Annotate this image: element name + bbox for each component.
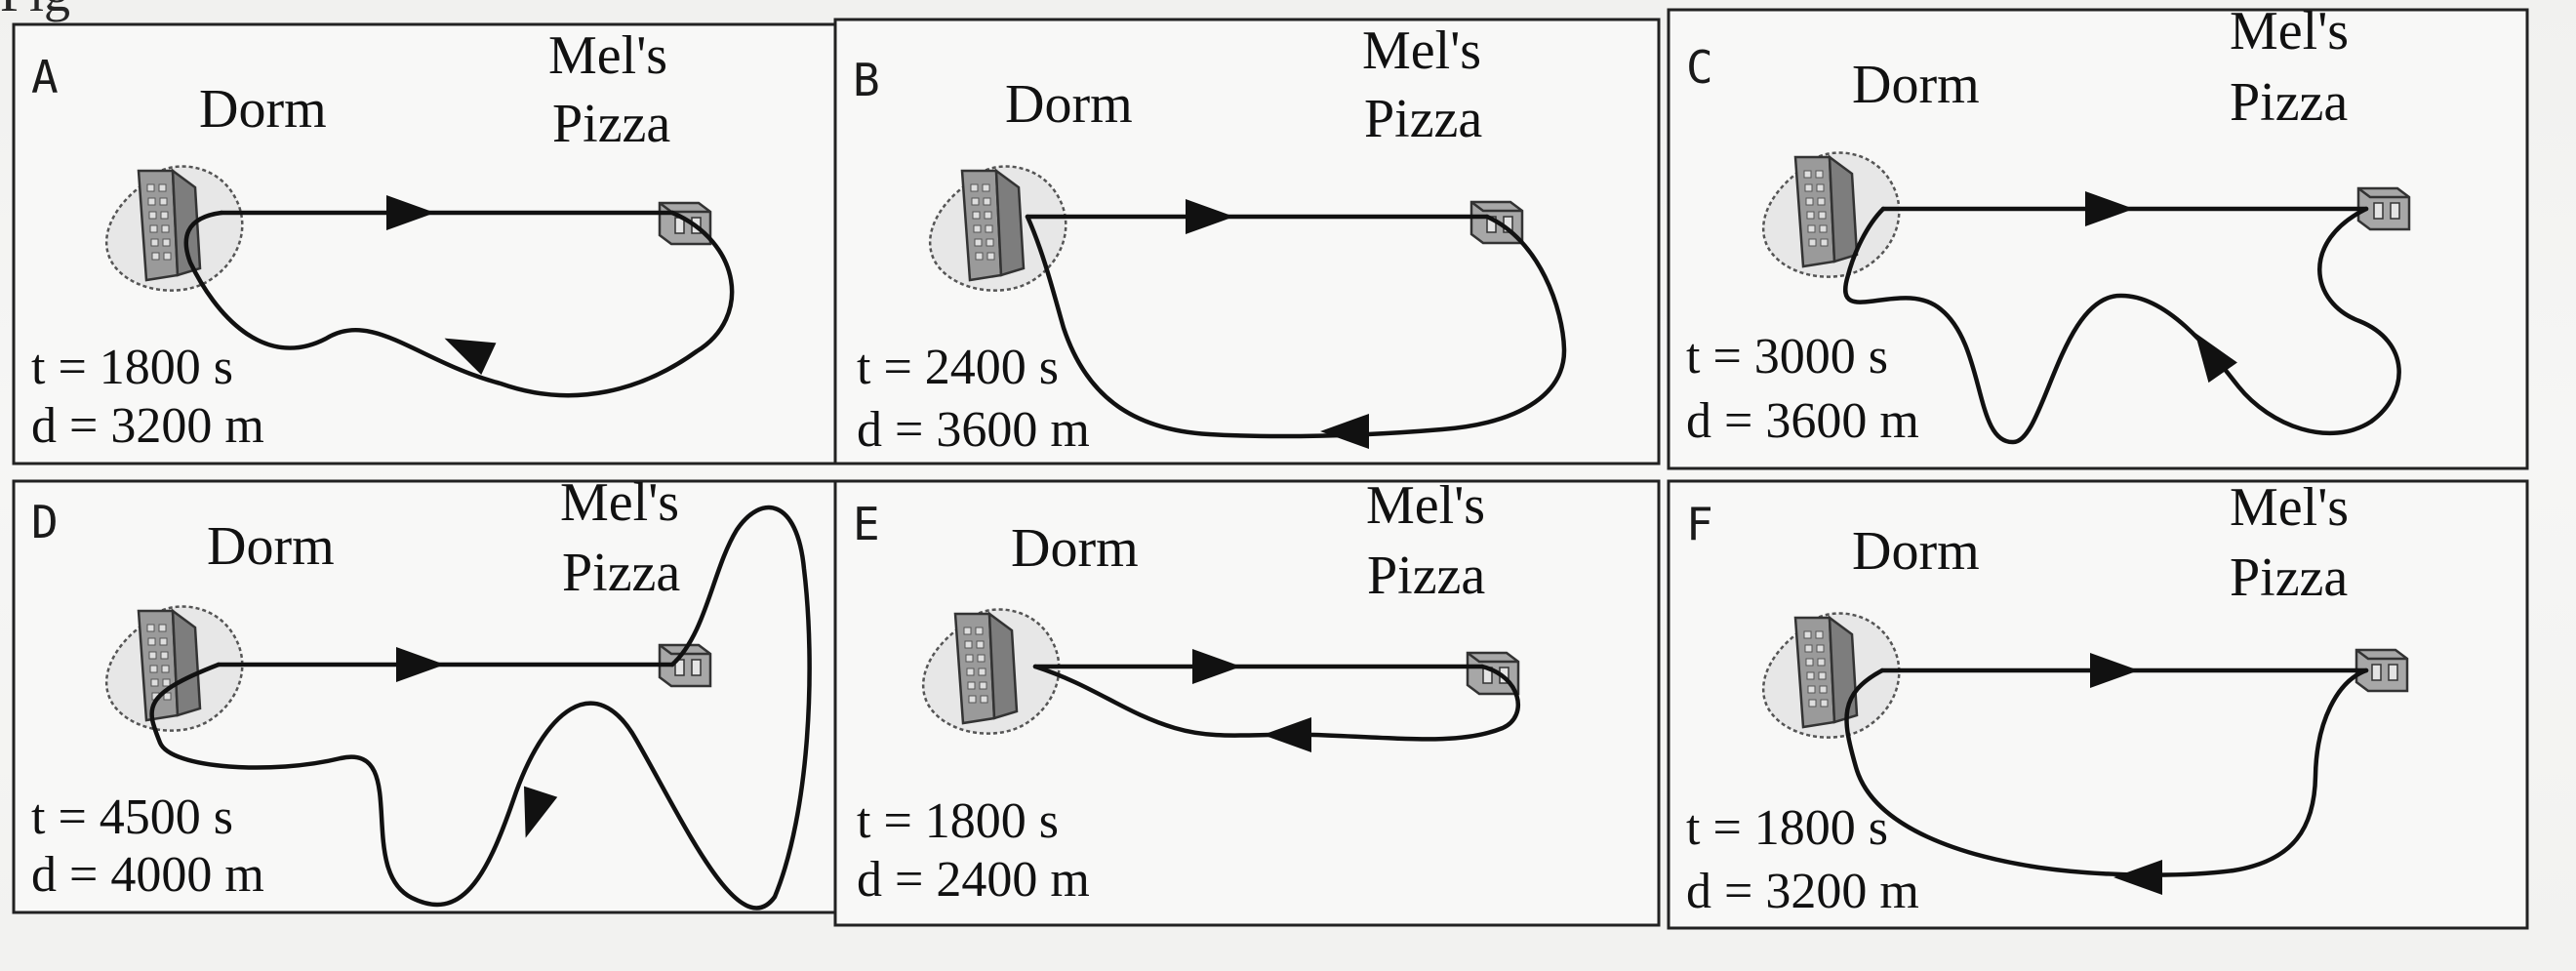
panel-f-letter: F bbox=[1686, 498, 1713, 550]
panel-b-mels-label-line-1: Mel's bbox=[1362, 20, 1481, 81]
panel-a-letter: A bbox=[31, 51, 59, 103]
panel-f-mels-label-line-1: Mel's bbox=[2230, 477, 2349, 538]
panel-b-distance: d = 3600 m bbox=[857, 402, 1090, 458]
panel-b-time: t = 2400 s bbox=[857, 340, 1059, 395]
panel-a-return-path bbox=[183, 210, 735, 398]
panel-c-dorm-label: Dorm bbox=[1852, 55, 1980, 115]
panel-a-distance: d = 3200 m bbox=[31, 398, 264, 454]
panel-f-distance: d = 3200 m bbox=[1686, 864, 1919, 919]
panel-e: E Dorm Mel's Pizza t = 1800 s d = 2400 m bbox=[833, 475, 1661, 927]
panel-f-mels-label-line-2: Pizza bbox=[2230, 547, 2348, 608]
panel-a-time: t = 1800 s bbox=[31, 340, 233, 395]
panel-c-mels-label-line-2: Pizza bbox=[2230, 72, 2348, 133]
panel-b-mels-label-line-2: Pizza bbox=[1364, 89, 1482, 149]
panel-e-mels-label-line-2: Pizza bbox=[1367, 546, 1485, 606]
panel-c-time: t = 3000 s bbox=[1686, 329, 1888, 384]
panel-d-mels-label-line-1: Mel's bbox=[560, 472, 679, 533]
pizza-shop-icon bbox=[658, 201, 712, 246]
panel-f: F Dorm Mel's Pizza t = 1800 s d = 3200 m bbox=[1667, 477, 2529, 930]
panel-c-distance: d = 3600 m bbox=[1686, 393, 1919, 449]
panel-a-dorm-label: Dorm bbox=[199, 79, 327, 140]
panel-d-time: t = 4500 s bbox=[31, 789, 233, 845]
panel-e-dorm-label: Dorm bbox=[1011, 518, 1139, 579]
panel-e-letter: E bbox=[853, 498, 880, 550]
panel-f-dorm-label: Dorm bbox=[1852, 521, 1980, 582]
panel-e-mels-label-line-1: Mel's bbox=[1366, 475, 1485, 536]
panel-f-return-path bbox=[1844, 668, 2369, 877]
panel-e-time: t = 1800 s bbox=[857, 793, 1059, 849]
panel-a: A Dorm Mel's Pizza t = 1800 s d = 3200 m bbox=[12, 22, 838, 465]
panel-d-mels-label-line-2: Pizza bbox=[562, 543, 680, 603]
panel-d-dorm-label: Dorm bbox=[207, 516, 335, 577]
panel-c-letter: C bbox=[1686, 41, 1713, 94]
panel-d-return-path bbox=[149, 505, 812, 910]
panel-b: B Dorm Mel's Pizza t = 2400 s d = 3600 m bbox=[833, 18, 1661, 465]
panel-c-mels-label-line-1: Mel's bbox=[2230, 1, 2349, 61]
panel-f-time: t = 1800 s bbox=[1686, 800, 1888, 856]
panel-a-mels-label-line-1: Mel's bbox=[548, 25, 667, 86]
panel-c-return-path bbox=[1843, 206, 2401, 445]
cut-off-figure-label: Fig bbox=[0, 0, 70, 23]
panel-c: C Dorm Mel's Pizza t = 3000 s d = 3600 m bbox=[1667, 1, 2529, 470]
panel-a-mels-label-line-2: Pizza bbox=[552, 94, 670, 154]
panel-d: D Dorm Mel's Pizza t = 4500 s d = 4000 m bbox=[12, 472, 838, 914]
panel-d-distance: d = 4000 m bbox=[31, 847, 264, 903]
panel-b-letter: B bbox=[853, 54, 880, 106]
panel-e-return-path bbox=[1032, 664, 1520, 742]
panel-e-distance: d = 2400 m bbox=[857, 852, 1090, 908]
panel-d-letter: D bbox=[31, 496, 59, 548]
panel-b-dorm-label: Dorm bbox=[1005, 74, 1133, 135]
